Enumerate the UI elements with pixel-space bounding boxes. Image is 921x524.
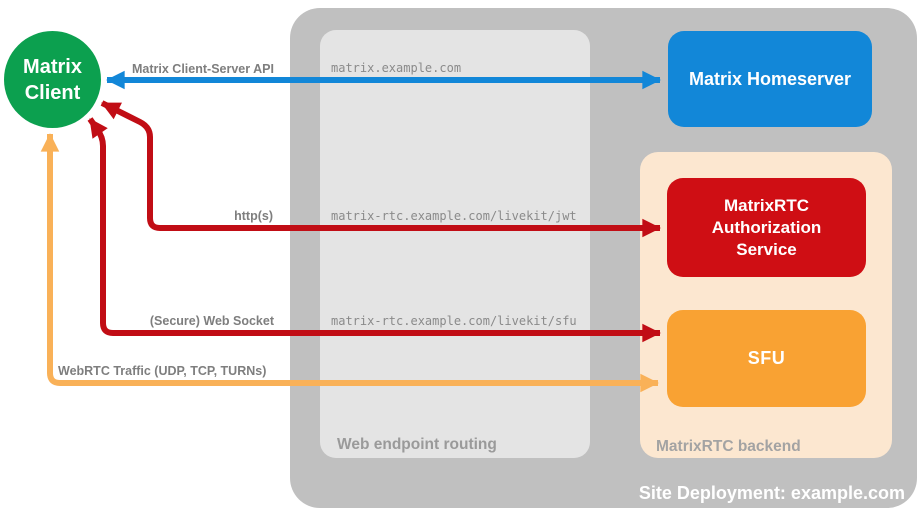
route-livekit-sfu: matrix-rtc.example.com/livekit/sfu [331,314,577,328]
matrix-client-node: Matrix Client [4,31,101,128]
web-endpoint-routing-box [320,30,590,458]
matrixrtc-backend-label: MatrixRTC backend [656,438,801,455]
sfu-label: SFU [747,348,786,368]
route-livekit-jwt: matrix-rtc.example.com/livekit/jwt [331,209,577,223]
matrix-client-label: Matrix Client [23,55,82,104]
matrixrtc-authorization-service-label: MatrixRTC Authorization Service [711,195,822,259]
https-label: http(s) [234,209,273,223]
matrix-homeserver-node: Matrix Homeserver [668,31,872,127]
sfu-node: SFU [667,310,866,407]
web-socket-label: (Secure) Web Socket [149,314,274,328]
web-endpoint-routing-label: Web endpoint routing [337,436,497,453]
webrtc-traffic-label: WebRTC Traffic (UDP, TCP, TURNs) [58,364,267,378]
client-server-api-label: Matrix Client-Server API [132,62,274,76]
site-deployment-label: Site Deployment: example.com [638,483,905,503]
route-matrix-example-com: matrix.example.com [331,61,462,75]
matrix-homeserver-label: Matrix Homeserver [688,68,852,89]
matrixrtc-authorization-service-node: MatrixRTC Authorization Service [667,178,866,277]
